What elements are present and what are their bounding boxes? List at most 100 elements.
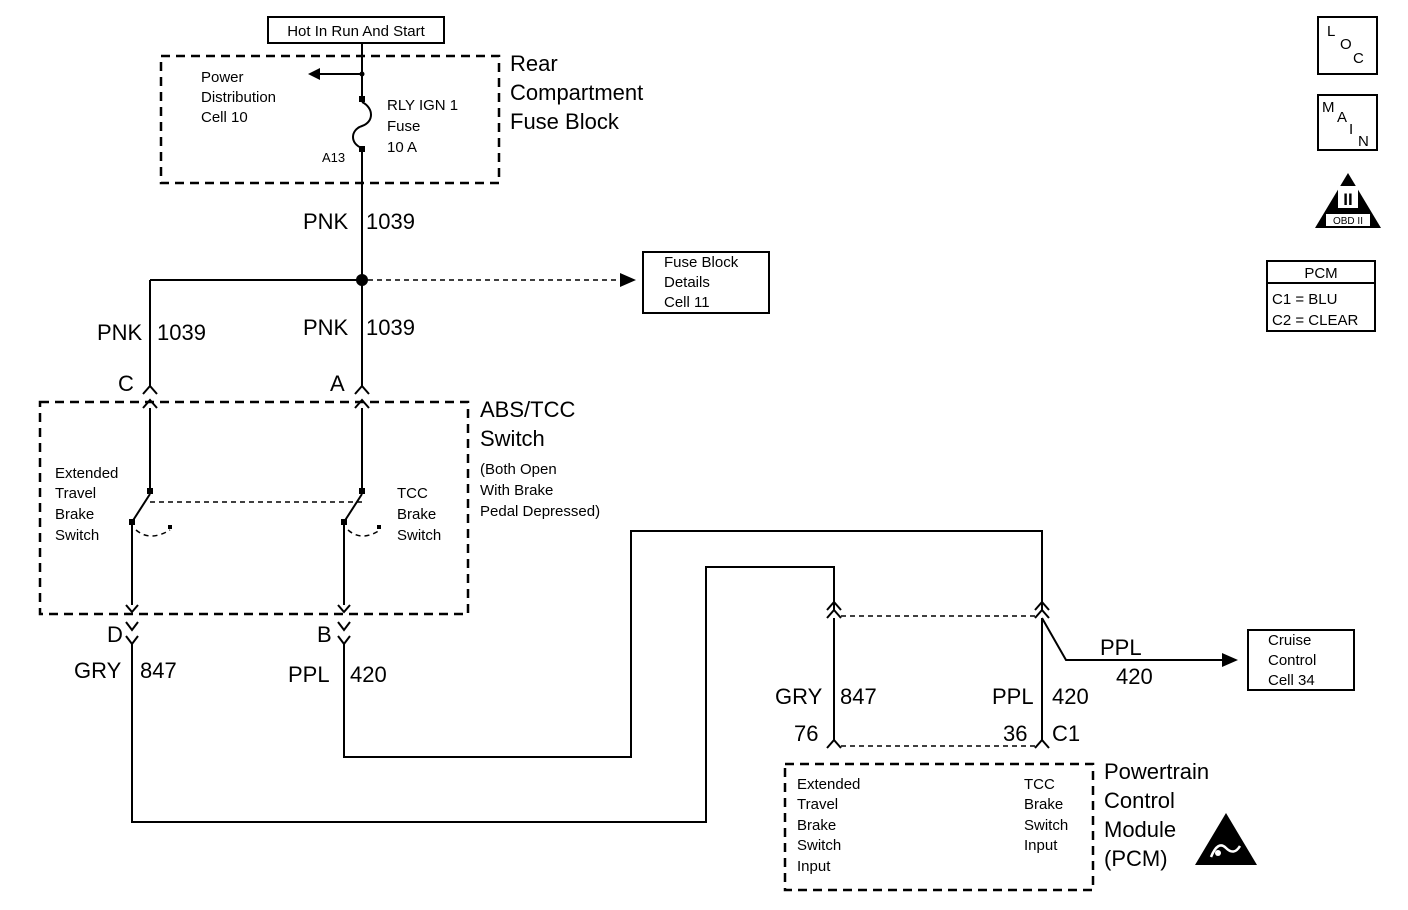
pcm-pin-76: 76 bbox=[794, 721, 818, 746]
svg-text:Switch: Switch bbox=[1024, 817, 1068, 834]
pcm-ext-input-label: Extended Travel Brake Switch Input bbox=[797, 776, 860, 875]
pin-b-label: B bbox=[317, 622, 332, 647]
hot-in-run-text: Hot In Run And Start bbox=[287, 23, 425, 40]
pcm-connector-c1: C1 bbox=[1052, 721, 1080, 746]
svg-text:Rear: Rear bbox=[510, 51, 558, 76]
svg-text:Travel: Travel bbox=[797, 796, 838, 813]
svg-text:Travel: Travel bbox=[55, 485, 96, 502]
svg-text:TCC: TCC bbox=[397, 485, 428, 502]
connector-d-symbol bbox=[125, 621, 139, 646]
svg-text:Input: Input bbox=[797, 858, 831, 875]
abs-tcc-switch-title: ABS/TCC Switch bbox=[480, 397, 575, 451]
svg-text:Extended: Extended bbox=[55, 465, 118, 482]
loc-icon: L O C bbox=[1317, 16, 1378, 75]
pnk-label-c: PNK bbox=[97, 320, 143, 345]
gry-num-left: 847 bbox=[140, 658, 177, 683]
tcc-switch-contact-top bbox=[359, 488, 365, 494]
ppl-num-cruise: 420 bbox=[1116, 664, 1153, 689]
svg-text:C1 = BLU: C1 = BLU bbox=[1272, 291, 1337, 308]
svg-text:Brake: Brake bbox=[55, 506, 94, 523]
svg-text:O: O bbox=[1340, 36, 1352, 53]
ext-switch-actuator-dot bbox=[168, 525, 172, 529]
rear-fuse-block-outline bbox=[159, 54, 501, 185]
ext-switch-blade bbox=[131, 493, 151, 523]
svg-text:N: N bbox=[1358, 133, 1369, 150]
pcm-outline bbox=[783, 762, 1095, 892]
gry-num-right: 847 bbox=[840, 684, 877, 709]
tcc-switch-lower-arrow bbox=[337, 604, 351, 614]
svg-text:Details: Details bbox=[664, 274, 710, 291]
hot-in-run-label: Hot In Run And Start bbox=[267, 16, 445, 44]
svg-text:Cruise: Cruise bbox=[1268, 632, 1311, 649]
fuse-block-details-box: Fuse Block Details Cell 11 bbox=[642, 251, 770, 314]
pin-d-label: D bbox=[107, 622, 123, 647]
svg-text:Cell 34: Cell 34 bbox=[1268, 672, 1315, 689]
abs-tcc-switch-outline bbox=[38, 400, 470, 616]
svg-text:Module: Module bbox=[1104, 817, 1176, 842]
ext-switch-contact-top bbox=[147, 488, 153, 494]
gry-inline-connector bbox=[826, 600, 842, 619]
svg-text:Brake: Brake bbox=[797, 817, 836, 834]
ppl-inline-connector bbox=[1034, 600, 1050, 619]
obd-ii-icon: II OBD II bbox=[1315, 173, 1381, 228]
svg-text:M: M bbox=[1322, 99, 1335, 116]
ppl-num-right: 420 bbox=[1052, 684, 1089, 709]
ppl-label-cruise: PPL bbox=[1100, 635, 1142, 660]
svg-text:Switch: Switch bbox=[55, 527, 99, 544]
pnk-num-top: 1039 bbox=[366, 209, 415, 234]
pcm-connector-legend: PCM C1 = BLU C2 = CLEAR bbox=[1266, 260, 1376, 332]
svg-text:Compartment: Compartment bbox=[510, 80, 643, 105]
svg-text:Fuse Block: Fuse Block bbox=[510, 109, 620, 134]
svg-text:10 A: 10 A bbox=[387, 139, 417, 156]
ppl-label-right: PPL bbox=[992, 684, 1034, 709]
fuse-terminal-top bbox=[359, 96, 365, 102]
pnk-num-a: 1039 bbox=[366, 315, 415, 340]
cruise-arrow bbox=[1222, 653, 1238, 667]
pnk-num-c: 1039 bbox=[157, 320, 206, 345]
svg-text:Fuse: Fuse bbox=[387, 118, 420, 135]
connector-b-symbol bbox=[337, 621, 351, 646]
cruise-control-box: Cruise Control Cell 34 bbox=[1247, 629, 1355, 691]
svg-text:Input: Input bbox=[1024, 837, 1058, 854]
svg-text:I: I bbox=[1349, 121, 1353, 138]
pnk-label-top: PNK bbox=[303, 209, 349, 234]
svg-text:Distribution: Distribution bbox=[201, 89, 276, 106]
pcm-pin-76-symbol bbox=[826, 738, 842, 749]
pin-a-label: A bbox=[330, 371, 345, 396]
svg-text:A: A bbox=[1337, 109, 1347, 126]
tcc-switch-blade bbox=[343, 493, 363, 523]
pnk-label-a: PNK bbox=[303, 315, 349, 340]
svg-text:Extended: Extended bbox=[797, 776, 860, 793]
svg-text:Fuse Block: Fuse Block bbox=[664, 254, 739, 271]
svg-text:(Both Open: (Both Open bbox=[480, 461, 557, 478]
svg-text:Control: Control bbox=[1268, 652, 1316, 669]
svg-text:Switch: Switch bbox=[797, 837, 841, 854]
tcc-switch-actuator-arc bbox=[347, 529, 381, 537]
connector-c-symbol bbox=[142, 384, 158, 409]
tcc-switch-actuator-dot bbox=[377, 525, 381, 529]
svg-text:Pedal Depressed): Pedal Depressed) bbox=[480, 503, 600, 520]
svg-text:ABS/TCC: ABS/TCC bbox=[480, 397, 575, 422]
ppl-num-left: 420 bbox=[350, 662, 387, 687]
connector-a-symbol bbox=[354, 384, 370, 409]
splice-dot-top bbox=[359, 71, 365, 77]
fuse-label: RLY IGN 1 Fuse 10 A bbox=[387, 97, 458, 156]
svg-text:OBD II: OBD II bbox=[1333, 216, 1363, 227]
ext-switch-lower-arrow bbox=[125, 604, 139, 614]
power-distribution-arrow bbox=[308, 68, 320, 80]
gry-847-wire bbox=[131, 566, 835, 823]
svg-text:Brake: Brake bbox=[1024, 796, 1063, 813]
svg-text:Powertrain: Powertrain bbox=[1104, 759, 1209, 784]
pcm-pin-36: 36 bbox=[1003, 721, 1027, 746]
pcm-title: Powertrain Control Module (PCM) bbox=[1104, 759, 1209, 871]
fuse-terminal-bottom bbox=[359, 146, 365, 152]
ext-switch-contact-bottom bbox=[129, 519, 135, 525]
ext-switch-actuator-arc bbox=[135, 529, 171, 537]
svg-text:Switch: Switch bbox=[480, 426, 545, 451]
tcc-switch-label: TCC Brake Switch bbox=[397, 485, 441, 544]
ppl-420-wire bbox=[343, 530, 1043, 758]
esd-warning-icon bbox=[1195, 813, 1257, 865]
tcc-switch-contact-bottom bbox=[341, 519, 347, 525]
gry-label-right: GRY bbox=[775, 684, 823, 709]
